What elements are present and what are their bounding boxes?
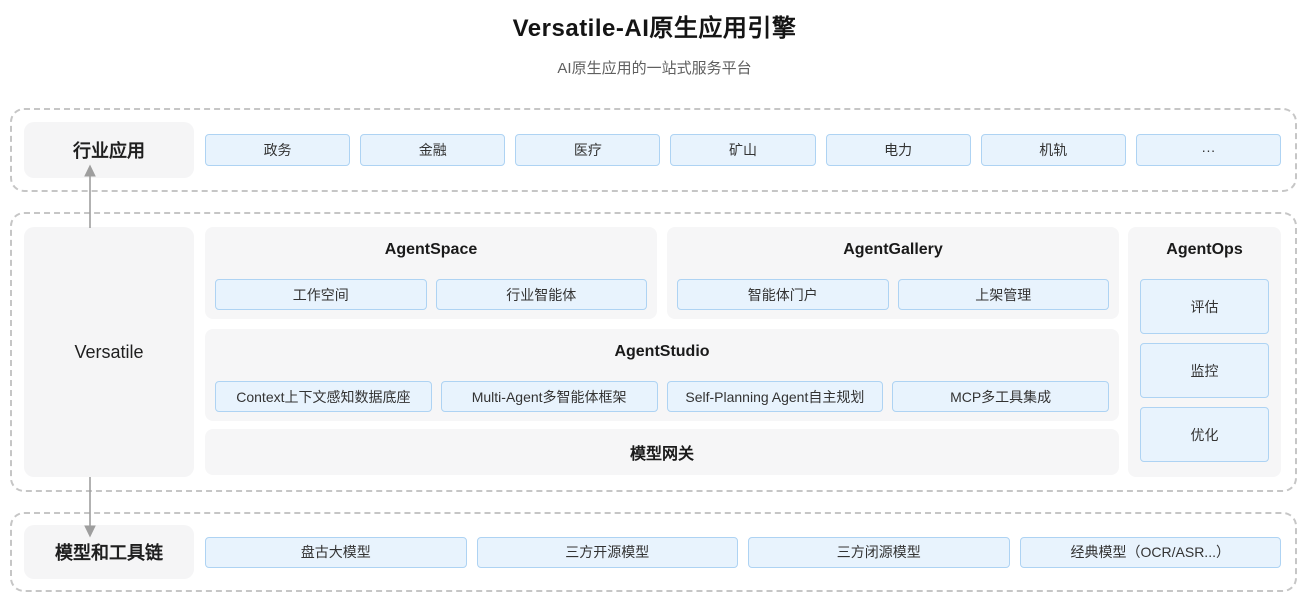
platform-label: Versatile (24, 227, 194, 477)
section-models-toolchain: 模型和工具链 盘古大模型 三方开源模型 三方闭源模型 经典模型（OCR/ASR.… (10, 512, 1297, 592)
page-subtitle: AI原生应用的一站式服务平台 (557, 60, 752, 77)
chip-pangu-model: 盘古大模型 (205, 536, 467, 568)
industry-chip-more: ··· (1135, 134, 1281, 166)
chip-self-planning-agent: Self-Planning Agent自主规划 (666, 381, 884, 412)
group-agentstudio-title: AgentStudio (614, 343, 710, 360)
industry-chip-mining: 矿山 (670, 134, 816, 166)
chip-monitoring: 监控 (1140, 343, 1269, 398)
group-agentstudio-chips: Context上下文感知数据底座 Multi-Agent多智能体框架 Self-… (215, 381, 1109, 412)
group-agentops-title: AgentOps (1166, 241, 1243, 258)
industry-chip-medical: 医疗 (515, 134, 661, 166)
group-agentops-chips: 评估 监控 优化 (1140, 279, 1269, 462)
chip-context-data-base: Context上下文感知数据底座 (215, 381, 432, 412)
section-industry-apps: 行业应用 政务 金融 医疗 矿山 电力 机轨 ··· (10, 108, 1297, 192)
chip-thirdparty-closedsource-model: 三方闭源模型 (748, 536, 1010, 568)
chip-industry-agent: 行业智能体 (435, 279, 647, 310)
industry-chip-row: 政务 金融 医疗 矿山 电力 机轨 ··· (205, 134, 1281, 166)
chip-optimization: 优化 (1140, 407, 1269, 462)
industry-apps-label: 行业应用 (24, 122, 194, 178)
platform-main-column: AgentSpace 工作空间 行业智能体 AgentGallery 智能体门户… (205, 227, 1119, 477)
group-agentgallery: AgentGallery 智能体门户 上架管理 (667, 227, 1119, 319)
group-agentspace-chips: 工作空间 行业智能体 (215, 279, 647, 310)
industry-chip-rail: 机轨 (980, 134, 1126, 166)
platform-groups-row: AgentSpace 工作空间 行业智能体 AgentGallery 智能体门户… (205, 227, 1119, 319)
industry-chip-electric-power: 电力 (825, 134, 971, 166)
chip-workspace: 工作空间 (215, 279, 427, 310)
chip-classic-model: 经典模型（OCR/ASR...） (1019, 536, 1281, 568)
group-agentstudio: AgentStudio Context上下文感知数据底座 Multi-Agent… (205, 329, 1119, 421)
group-agentops: AgentOps 评估 监控 优化 (1128, 227, 1281, 477)
page-title: Versatile-AI原生应用引擎 (512, 15, 797, 42)
chip-agent-portal: 智能体门户 (677, 279, 889, 310)
section-platform: Versatile AgentSpace 工作空间 行业智能体 AgentGal… (10, 212, 1297, 492)
chip-multi-agent-framework: Multi-Agent多智能体框架 (440, 381, 658, 412)
group-agentspace-title: AgentSpace (384, 241, 478, 258)
chip-mcp-tools: MCP多工具集成 (892, 381, 1109, 412)
industry-chip-government: 政务 (205, 134, 351, 166)
chip-listing-management: 上架管理 (897, 279, 1109, 310)
group-agentgallery-title: AgentGallery (843, 241, 943, 258)
chip-thirdparty-opensource-model: 三方开源模型 (476, 536, 738, 568)
model-gateway-bar: 模型网关 (205, 429, 1119, 475)
group-agentspace: AgentSpace 工作空间 行业智能体 (205, 227, 657, 319)
models-chip-row: 盘古大模型 三方开源模型 三方闭源模型 经典模型（OCR/ASR...） (205, 536, 1281, 568)
industry-chip-finance: 金融 (360, 134, 506, 166)
models-toolchain-label: 模型和工具链 (24, 525, 194, 579)
group-agentgallery-chips: 智能体门户 上架管理 (677, 279, 1109, 310)
chip-evaluation: 评估 (1140, 279, 1269, 334)
